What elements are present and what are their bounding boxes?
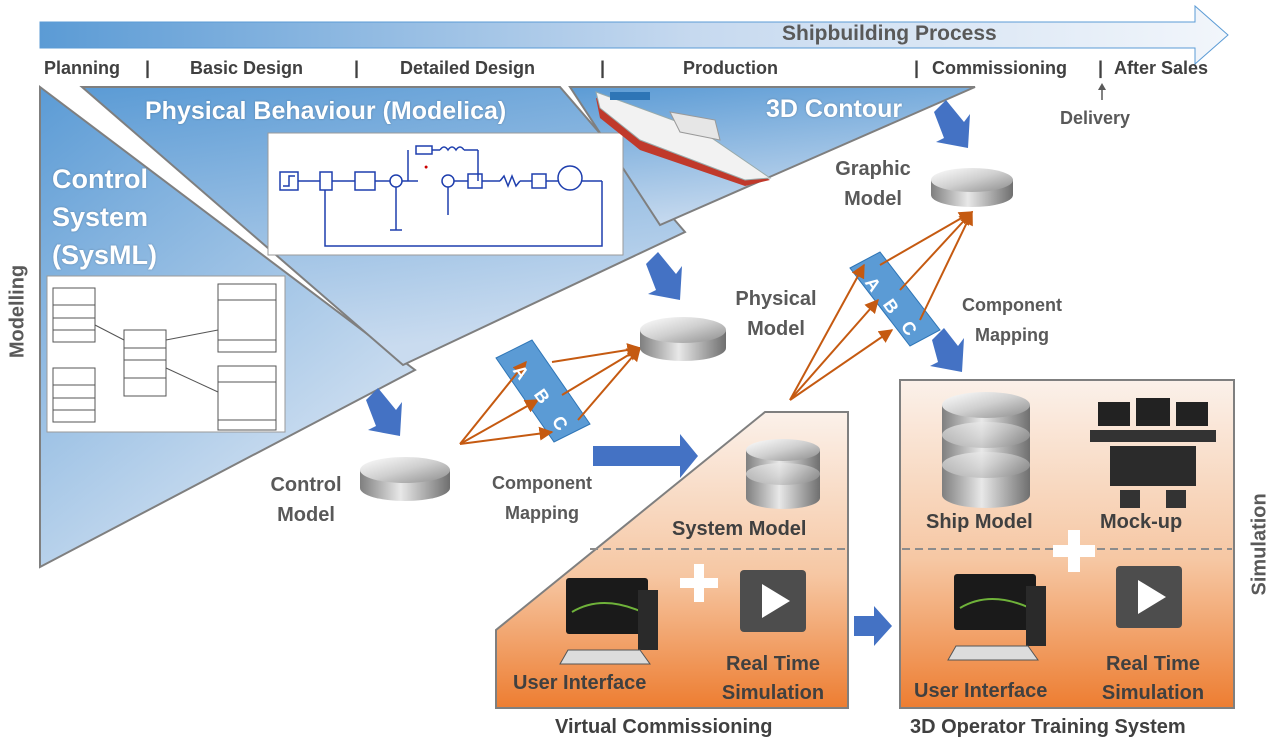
process-title: Shipbuilding Process	[782, 22, 997, 45]
system-model-label: System Model	[672, 518, 807, 540]
modelling-side-label: Modelling	[6, 264, 29, 359]
ship-image	[595, 91, 772, 186]
relation-arrows	[459, 210, 974, 445]
real-time-simulation-label-left: Real Time Simulation	[721, 653, 825, 704]
virtual-commissioning-caption: Virtual Commissioning	[555, 716, 773, 738]
plus-icons	[680, 530, 1095, 602]
phase-production: Production	[683, 58, 778, 78]
phase-separator: |	[145, 58, 151, 78]
contour-title: 3D Contour	[766, 95, 903, 123]
ship-model-stack	[942, 392, 1030, 508]
mockup-label: Mock-up	[1100, 511, 1183, 533]
phase-commissioning: Commissioning	[932, 58, 1068, 78]
play-icon-left	[740, 570, 806, 632]
system-model-stack	[746, 439, 820, 509]
modelica-diagram: ●	[267, 132, 624, 256]
physical-model-disk	[640, 317, 726, 361]
phase-basic-design: Basic Design	[190, 58, 304, 78]
computer-image-left	[559, 578, 658, 665]
user-interface-label-right: User Interface	[914, 680, 1048, 702]
mapping-block-top	[849, 251, 941, 347]
phase-after-sales: After Sales	[1114, 58, 1209, 78]
mockup-image	[1090, 398, 1216, 508]
control-model-disk	[360, 457, 450, 501]
control-model-label: Control Model	[270, 474, 342, 526]
svg-text:●: ●	[424, 164, 428, 171]
physical-model-label: Physical Model	[735, 288, 817, 340]
play-icon-right	[1116, 566, 1182, 628]
simulation-side-label: Simulation	[1248, 493, 1271, 596]
real-time-simulation-label-right: Real Time Simulation	[1101, 653, 1205, 704]
flow-arrows	[366, 100, 970, 646]
phase-planning: Planning	[44, 58, 120, 78]
sysml-diagram	[46, 275, 286, 433]
control-system-title: Control System (SysML)	[52, 164, 158, 270]
phase-detailed-design: Detailed Design	[400, 58, 536, 78]
component-mapping-label-top: Component Mapping	[962, 295, 1062, 345]
phase-separator: |	[914, 58, 920, 78]
graphic-model-label: Graphic Model	[835, 158, 911, 210]
component-mapping-label-bottom: Component Mapping	[492, 473, 592, 523]
operator-training-caption: 3D Operator Training System	[910, 716, 1186, 738]
ship-model-label: Ship Model	[926, 511, 1033, 533]
phase-separator: |	[600, 58, 606, 78]
physical-behaviour-title: Physical Behaviour (Modelica)	[145, 97, 507, 125]
computer-image-right	[947, 574, 1046, 661]
phase-separator: |	[354, 58, 360, 78]
user-interface-label-left: User Interface	[513, 672, 647, 694]
phase-separator: |	[1098, 58, 1104, 78]
process-arrow	[39, 4, 1229, 66]
delivery-label: Delivery	[1060, 108, 1131, 128]
graphic-model-disk	[931, 168, 1013, 207]
